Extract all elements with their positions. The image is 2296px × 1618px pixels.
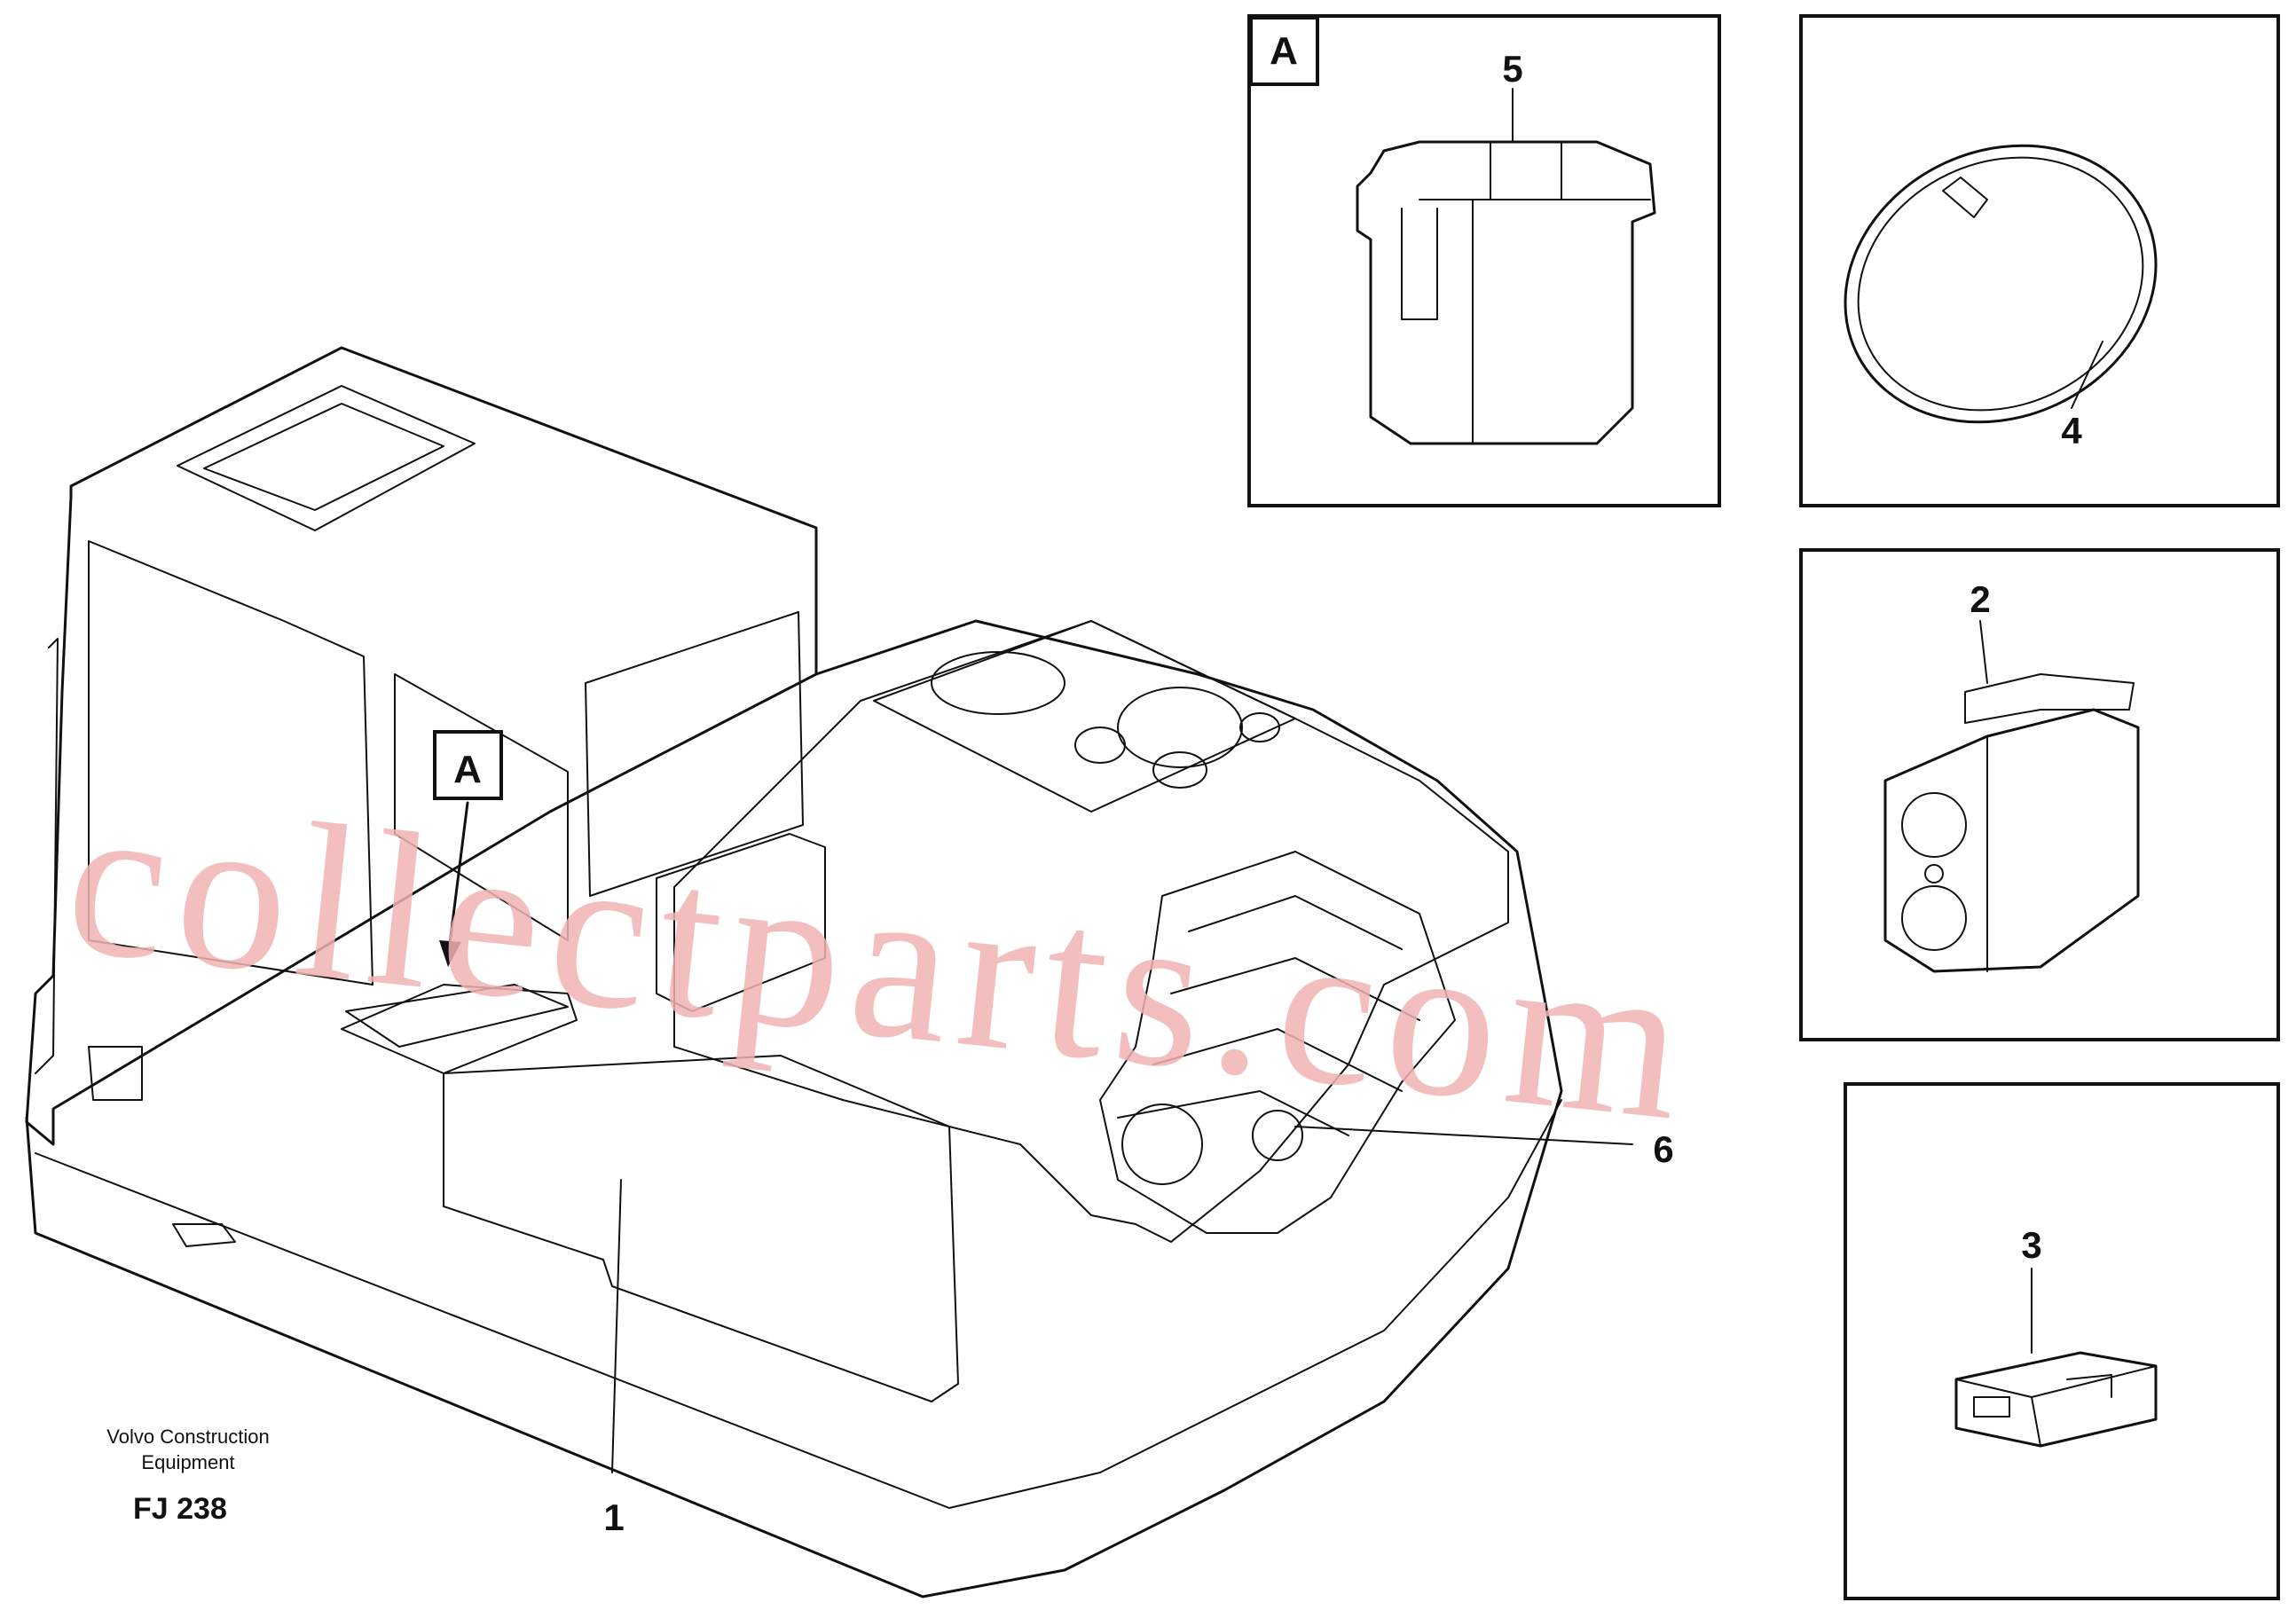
deck-step-pad	[88, 1046, 236, 1247]
relay-socket-drawing	[1356, 140, 1656, 445]
view-a-arrowhead	[439, 940, 461, 967]
engine-pulley	[1121, 1104, 1203, 1185]
radiator-hood	[873, 620, 1296, 813]
engine-details	[1117, 895, 1420, 1136]
callout-6: 6	[1653, 1128, 1673, 1170]
manufacturer-line-1: Volvo Construction	[106, 1426, 269, 1448]
cable-tie-inner	[1857, 156, 2144, 412]
deck-floor-plate	[345, 984, 569, 1048]
view-a-marker-label: A	[453, 748, 482, 791]
panel-2-frame	[1799, 548, 2280, 1041]
leader-4	[2071, 341, 2103, 409]
leader-2	[1979, 620, 1988, 684]
callout-2: 2	[1970, 578, 1990, 620]
terminal-slot	[1973, 1396, 2010, 1418]
filter-cap-3	[1239, 712, 1280, 742]
leader-1	[611, 1179, 622, 1473]
view-a-panel-location	[341, 984, 578, 1074]
engine-compartment	[673, 620, 1509, 1243]
detail-panel-terminal: 3	[1844, 1082, 2280, 1600]
leader-6	[1294, 1126, 1633, 1145]
view-a-marker-box	[433, 730, 503, 800]
terminal-details	[1955, 1365, 2157, 1447]
cab-window-front	[88, 540, 373, 986]
cable-tie-head	[1942, 177, 1988, 218]
cab-window-side	[394, 611, 804, 941]
air-filter	[1117, 687, 1243, 768]
panel-a-frame	[1247, 14, 1721, 507]
panel-3-frame	[1844, 1082, 2280, 1600]
panel-a-tag-box	[1249, 16, 1319, 86]
detail-panel-connector: 2	[1799, 548, 2280, 1041]
machine-body-drawing: A	[25, 346, 1633, 1598]
connector-pin-lower	[1901, 885, 1967, 951]
watermark-text: collectparts.com	[57, 753, 1703, 1168]
engine-block	[1099, 851, 1456, 1234]
callout-3: 3	[2021, 1224, 2041, 1266]
panel-a-tag: A	[1270, 29, 1298, 73]
cable-tie-ring	[1844, 144, 2158, 424]
relay-socket-details	[1401, 141, 1651, 444]
cab-outline	[25, 346, 818, 1146]
connector-latch	[1964, 673, 2135, 972]
battery-box	[656, 833, 826, 1012]
connector-key	[1924, 864, 1944, 884]
connector-body	[1883, 708, 2140, 973]
callout-1: 1	[603, 1496, 624, 1538]
cab-roof-hatch	[177, 385, 476, 531]
superstructure-outline	[25, 619, 1563, 1598]
detail-panel-cable-tie: 4	[1799, 14, 2280, 507]
callout-4: 4	[2061, 410, 2082, 452]
manufacturer-line-2: Equipment	[141, 1451, 234, 1473]
callout-5: 5	[1502, 48, 1522, 90]
cab-handrail	[35, 638, 59, 1074]
terminal-body	[1954, 1351, 2158, 1448]
filter-cap-2	[1152, 751, 1207, 789]
connector-pin-upper	[1901, 792, 1967, 858]
detail-panel-a: A 5	[1247, 14, 1721, 507]
filler-cap	[931, 651, 1065, 715]
deck-hood-panel	[443, 1055, 959, 1402]
figure-code: FJ 238	[133, 1492, 227, 1526]
view-a-arrow	[446, 801, 469, 960]
panel-4-frame	[1799, 14, 2280, 507]
deck-edge	[35, 1099, 1562, 1509]
engine-sensor-part-6	[1252, 1110, 1303, 1161]
filter-cap-1	[1074, 727, 1126, 764]
